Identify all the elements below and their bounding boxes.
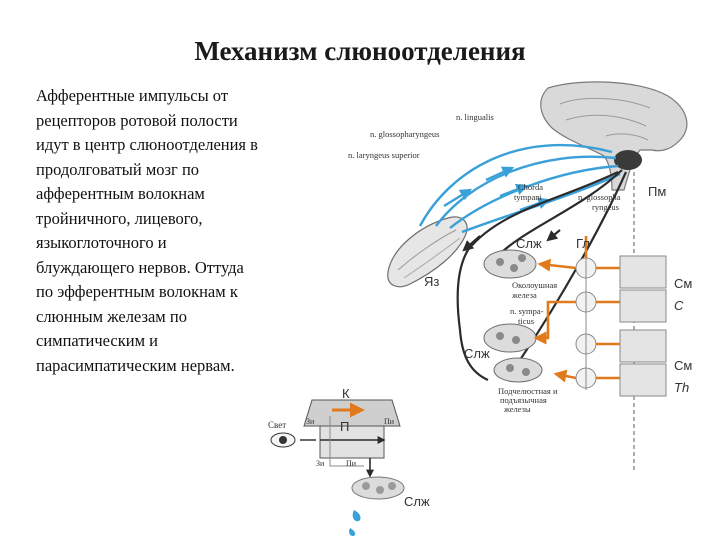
paragraph-line: тройничного, лицевого, — [36, 208, 203, 228]
paragraph-line: блуждающего нервов. Оттуда — [36, 257, 244, 277]
paragraph-line: продолговатый мозг по — [36, 159, 200, 179]
parotid-gland — [483, 249, 537, 279]
description-paragraph: Афферентные импульсы от рецепторов ротов… — [36, 84, 326, 378]
paragraph-line: симпатическим и — [36, 331, 158, 350]
label-zi-1: Зи — [306, 417, 315, 426]
paragraph-line: слюнным железам по — [36, 306, 187, 326]
reflex-schematic: К П Свет Зи Пи Зи Пи Слж — [268, 386, 430, 537]
paragraph-line: афферентным волокнам — [36, 184, 205, 203]
label-ryngeus: ryngeus — [592, 202, 619, 212]
slide-title: Механизм слюноотделения — [194, 36, 526, 66]
label-pi-2: Пи — [346, 459, 357, 468]
label-pi-1: Пи — [384, 417, 395, 426]
sympathetic-nerves — [533, 236, 620, 383]
label-n-glossopharyngeus: n. glossopharyngeus — [370, 129, 439, 139]
sublingual-gland — [493, 357, 543, 383]
brain-illustration — [540, 81, 688, 191]
label-podchel-1: Подчелюстная и — [498, 386, 558, 396]
spinal-column — [619, 172, 667, 470]
label-podchel-2: подъязычная — [500, 395, 547, 405]
label-slzh-mid: Слж — [464, 346, 490, 361]
subcortex-block — [319, 425, 385, 459]
label-sympa-1: n. sympa- — [510, 306, 544, 316]
label-sm-2: См — [674, 358, 692, 373]
label-svet: Свет — [268, 420, 286, 430]
eye-icon — [270, 432, 296, 448]
label-gl: Гл — [576, 236, 590, 251]
label-n-glossopha: n. glossopha — [578, 192, 621, 202]
label-k: К — [342, 386, 350, 401]
label-n-lingualis: n. lingualis — [456, 112, 494, 122]
label-podchel-3: железы — [503, 404, 531, 414]
figure-labels: n. lingualis n. glossopharyngeus n. lary… — [348, 112, 692, 414]
gland-droplet-icon — [349, 476, 405, 537]
paragraph-line: рецепторов ротовой полости — [36, 110, 238, 130]
label-okolo-2: железа — [511, 290, 537, 300]
submandibular-gland — [483, 323, 537, 353]
paragraph-line: Афферентные импульсы от — [36, 86, 229, 105]
label-slzh-bottom: Слж — [404, 494, 430, 509]
label-c: C — [674, 298, 684, 313]
label-yaz: Яз — [424, 274, 439, 289]
label-slzh-top: Слж — [516, 236, 542, 251]
label-n-laryngeus: n. laryngeus superior — [348, 150, 420, 160]
paragraph-line: идут в центр слюноотделения в — [36, 135, 258, 154]
label-okolo-1: Околоушная — [512, 280, 557, 290]
label-p: П — [340, 419, 349, 434]
label-chorda: Chorda — [518, 182, 543, 192]
label-sm-1: См — [674, 276, 692, 291]
label-zi-2: Зи — [316, 459, 325, 468]
ganglion-chain — [575, 257, 597, 390]
tongue-illustration — [387, 216, 468, 288]
paragraph-line: парасимпатическим нервам. — [36, 355, 235, 375]
label-th: Th — [674, 380, 689, 395]
label-pm: Пм — [648, 184, 666, 199]
paragraph-line: по эфферентным волокнам к — [36, 282, 238, 301]
label-sympa-2: ticus — [518, 316, 534, 326]
label-tympani: tympani — [514, 192, 542, 202]
paragraph-line: языкоглоточного и — [36, 233, 167, 252]
medulla-center — [614, 150, 642, 170]
